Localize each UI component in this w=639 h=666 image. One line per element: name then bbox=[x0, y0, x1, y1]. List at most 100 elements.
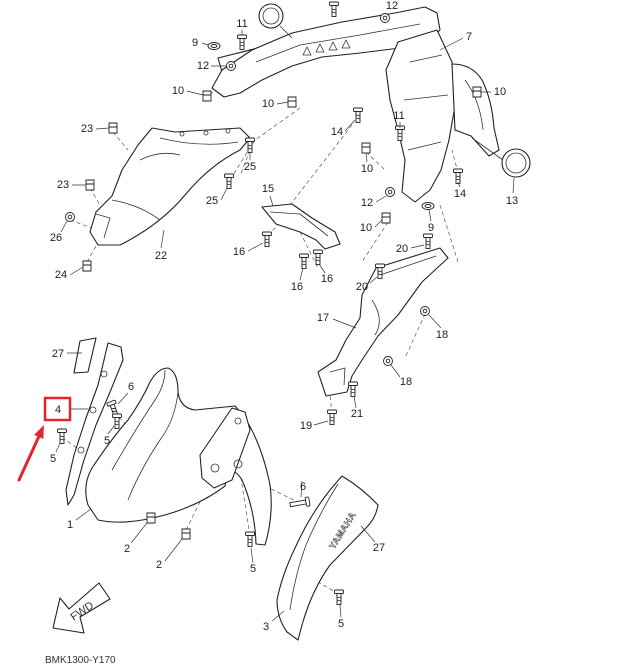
part-17-bracket bbox=[317, 247, 449, 397]
callout-10: 10 bbox=[262, 98, 274, 110]
callout-16: 16 bbox=[321, 273, 333, 285]
part-27-tape bbox=[73, 337, 97, 374]
callout-23: 23 bbox=[57, 179, 69, 191]
grommet-icon bbox=[421, 202, 435, 210]
callout-25: 25 bbox=[244, 161, 256, 173]
callout-5: 5 bbox=[104, 435, 110, 447]
diagram-code: BMK1300-Y170 bbox=[45, 655, 116, 666]
part-9-stem bbox=[279, 25, 293, 39]
bolt-icon bbox=[262, 231, 272, 247]
part-4-hole bbox=[89, 406, 97, 414]
screw-icon bbox=[245, 137, 255, 153]
callout-20: 20 bbox=[396, 243, 408, 255]
bolt-icon bbox=[348, 381, 358, 397]
nut-icon bbox=[420, 306, 430, 316]
callout-18: 18 bbox=[436, 329, 448, 341]
callout-16: 16 bbox=[233, 246, 245, 258]
part-13-rod bbox=[471, 137, 504, 161]
callout-21: 21 bbox=[351, 408, 363, 420]
callout-9: 9 bbox=[428, 222, 434, 234]
callout-10: 10 bbox=[361, 163, 373, 175]
bolt-icon bbox=[453, 168, 463, 184]
part-3-side-panel bbox=[276, 475, 379, 641]
callout-11: 11 bbox=[236, 18, 247, 30]
clip-nut-icon bbox=[381, 212, 391, 224]
part-7-side-arm bbox=[451, 63, 500, 157]
highlight-arrowhead-icon bbox=[34, 425, 44, 439]
bolt-icon bbox=[329, 1, 339, 17]
clip-nut-icon bbox=[472, 86, 482, 98]
part-9-disc-inner bbox=[262, 7, 280, 25]
part-13-disc-inner bbox=[505, 152, 527, 174]
nut-icon bbox=[380, 13, 390, 23]
part-1-fender-ridges bbox=[111, 369, 179, 501]
part-15-detail-line bbox=[269, 211, 329, 237]
screw-icon bbox=[423, 233, 433, 249]
part-17-detail-lines bbox=[329, 255, 437, 386]
part-9-disc bbox=[258, 3, 284, 29]
callout-10: 10 bbox=[172, 85, 184, 97]
bolt-icon bbox=[57, 428, 67, 444]
callout-11: 11 bbox=[393, 110, 404, 122]
fender-bracket-hole bbox=[210, 463, 220, 473]
part-15-plate bbox=[261, 203, 341, 250]
callout-5: 5 bbox=[250, 563, 256, 575]
nut-icon bbox=[226, 61, 236, 71]
callout-26: 26 bbox=[50, 232, 62, 244]
callout-6: 6 bbox=[300, 481, 306, 493]
callout-3: 3 bbox=[263, 621, 269, 633]
fender-bracket-hole bbox=[233, 459, 243, 469]
part-4-hole bbox=[100, 370, 108, 378]
callout-10: 10 bbox=[494, 86, 506, 98]
callout-15: 15 bbox=[262, 183, 274, 195]
bolt-icon bbox=[288, 496, 311, 510]
part-4-hole bbox=[77, 446, 85, 454]
bolt-icon bbox=[313, 249, 323, 265]
clip-icon bbox=[108, 122, 118, 134]
callout-7: 7 bbox=[466, 31, 472, 43]
clip-icon bbox=[146, 512, 156, 524]
callout-4-highlighted: 4 bbox=[55, 404, 61, 416]
callout-5: 5 bbox=[50, 453, 56, 465]
callout-12: 12 bbox=[197, 60, 209, 72]
forward-arrow-icon bbox=[52, 582, 111, 634]
callout-13: 13 bbox=[506, 195, 518, 207]
part-4-side-strip bbox=[65, 342, 124, 506]
bolt-icon bbox=[299, 253, 309, 269]
callout-24: 24 bbox=[55, 269, 67, 281]
callout-18: 18 bbox=[400, 376, 412, 388]
clip-nut-icon bbox=[202, 90, 212, 102]
clip-icon bbox=[85, 179, 95, 191]
callout-10: 10 bbox=[360, 222, 372, 234]
callout-12: 12 bbox=[386, 0, 398, 12]
clip-nut-icon bbox=[361, 142, 371, 154]
callout-1: 1 bbox=[67, 519, 73, 531]
callout-23: 23 bbox=[81, 123, 93, 135]
nut-icon bbox=[383, 356, 393, 366]
callout-20: 20 bbox=[356, 281, 368, 293]
callout-22: 22 bbox=[155, 250, 167, 262]
part-22-hole bbox=[179, 131, 185, 137]
callout-16: 16 bbox=[291, 281, 303, 293]
part-22-hole bbox=[225, 128, 231, 134]
nut-icon bbox=[65, 212, 75, 222]
bolt-icon bbox=[245, 531, 255, 547]
screw-icon bbox=[224, 173, 234, 189]
clip-icon bbox=[181, 528, 191, 540]
callout-2: 2 bbox=[156, 559, 162, 571]
leader-lines bbox=[55, 30, 515, 622]
part-22-hole bbox=[203, 130, 209, 136]
highlight-box bbox=[43, 396, 72, 422]
callout-25: 25 bbox=[206, 195, 218, 207]
callout-17: 17 bbox=[317, 312, 329, 324]
part-22-detail-lines bbox=[95, 137, 239, 239]
callout-19: 19 bbox=[300, 420, 312, 432]
callout-9: 9 bbox=[192, 37, 198, 49]
callout-14: 14 bbox=[454, 188, 466, 200]
nut-icon bbox=[385, 187, 395, 197]
part-7-detail-lines bbox=[255, 23, 484, 151]
part-1-fender-bracket bbox=[199, 407, 251, 489]
fender-bracket-hole bbox=[234, 417, 242, 425]
part-22-side-cover bbox=[89, 127, 251, 246]
